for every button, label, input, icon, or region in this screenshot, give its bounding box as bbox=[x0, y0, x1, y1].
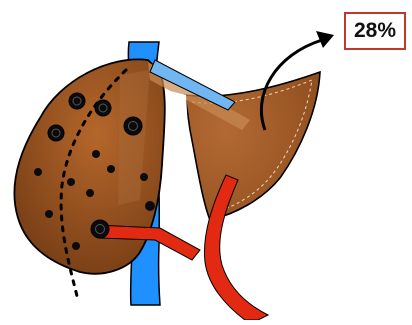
arrow-head-icon bbox=[316, 31, 334, 48]
remnant-percentage-label: 28% bbox=[344, 12, 406, 50]
